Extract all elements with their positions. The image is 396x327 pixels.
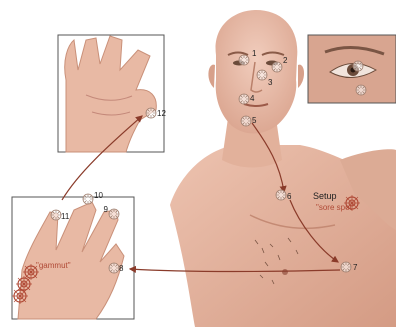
point-label: 2 xyxy=(283,56,288,65)
point-label: 10 xyxy=(94,191,103,200)
point-label: 1 xyxy=(252,49,257,58)
head xyxy=(216,10,298,134)
ear-left xyxy=(208,65,215,88)
tapping-point-7: 7 xyxy=(341,262,358,272)
ear-right xyxy=(298,65,304,88)
point-label: 11 xyxy=(61,212,70,221)
point-label: 3 xyxy=(268,78,273,87)
point-label: 5 xyxy=(252,116,257,125)
tapping-point-6: 6 xyxy=(276,190,292,201)
eye-point-marker xyxy=(353,61,363,71)
setup-quote: "sore spot" xyxy=(316,203,355,212)
tapping-point-5: 5 xyxy=(241,116,257,126)
tapping-point-11: 11 xyxy=(51,210,70,221)
point-label: 7 xyxy=(353,263,358,272)
point-label: 6 xyxy=(287,192,292,201)
palm-inset xyxy=(58,35,164,152)
target-icon xyxy=(12,288,28,304)
eye-inset xyxy=(308,35,396,103)
point-label: 8 xyxy=(119,264,124,273)
setup-title: Setup xyxy=(313,191,337,201)
tapping-point-12: 12 xyxy=(146,108,166,118)
point-label: 9 xyxy=(104,205,109,214)
gamut-quote: "gammut" xyxy=(36,261,71,270)
eye-point-marker xyxy=(356,85,366,95)
point-label: 4 xyxy=(250,94,255,103)
tapping-point-4: 4 xyxy=(239,94,255,104)
tapping-point-8: 8 xyxy=(109,263,124,273)
nipple xyxy=(282,269,288,275)
point-label: 12 xyxy=(157,109,166,118)
